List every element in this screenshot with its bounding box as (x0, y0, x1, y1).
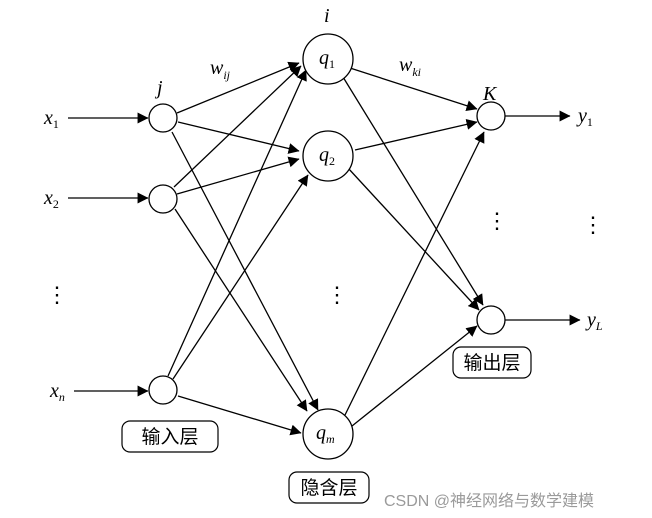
input-layer-label: 输入层 (141, 426, 198, 448)
input-label-xn: xn (49, 380, 65, 404)
hidden-ellipsis: ⋮ (326, 282, 348, 307)
edge-q1-yL (342, 76, 484, 306)
input-node-1 (148, 103, 178, 133)
hidden-node-m (302, 408, 354, 460)
hidden-layer-label: 隐含层 (300, 477, 357, 499)
output-ellipsis: ⋮ (486, 208, 508, 233)
weight-label-wki: wki (399, 54, 421, 79)
edge-q2-y1 (354, 118, 478, 151)
hidden-output-connections (342, 67, 485, 427)
output-layer-label: 输出层 (463, 352, 520, 374)
input-label-x2: x2 (43, 187, 59, 211)
output-node-L (476, 305, 506, 335)
input-hidden-connections (167, 61, 319, 436)
hidden-label-m: qm (316, 422, 335, 446)
edge-xn-qm (177, 395, 302, 436)
input-label-x1: x1 (43, 107, 59, 131)
edge-q1-y1 (349, 67, 478, 112)
input-arrows (68, 112, 149, 397)
output-label-yL: yL (585, 309, 603, 333)
output-arrows (505, 110, 581, 326)
edge-xn-q1 (167, 69, 307, 377)
edge-q2-yL (347, 167, 480, 311)
output-node-1 (476, 101, 506, 131)
hidden-label-1: q1 (319, 47, 335, 71)
edge-x1-q2 (177, 121, 300, 154)
input-ellipsis: ⋮ (46, 282, 68, 307)
weight-label-wij: wij (210, 57, 231, 82)
hidden-node-1 (302, 33, 354, 85)
edge-x1-q1 (176, 61, 300, 114)
input-layer-nodes (148, 103, 178, 405)
output-index-label: K (482, 83, 498, 105)
edge-x2-qm (174, 208, 308, 412)
output-layer-box: 输出层 (452, 346, 532, 379)
edge-qm-yL (351, 325, 478, 427)
hidden-label-2: q2 (319, 144, 335, 168)
output-layer-nodes (476, 101, 506, 335)
edge-x2-q1 (173, 65, 302, 188)
hidden-layer-nodes (302, 33, 354, 460)
hidden-index-label: i (324, 5, 330, 27)
hidden-layer-box: 隐含层 (288, 471, 370, 504)
input-node-n (148, 375, 178, 405)
input-index-label: j (154, 77, 163, 99)
hidden-node-2 (302, 130, 354, 182)
edge-qm-y1 (344, 131, 485, 416)
input-layer-box: 输入层 (121, 420, 219, 453)
edge-xn-q2 (172, 174, 309, 380)
watermark: CSDN @神经网络与数学建模 (384, 491, 594, 510)
input-node-2 (148, 184, 178, 214)
output-label-y1: y1 (576, 105, 593, 129)
edge-x2-q2 (176, 156, 300, 195)
output-label-ellipsis: ⋮ (582, 212, 604, 237)
